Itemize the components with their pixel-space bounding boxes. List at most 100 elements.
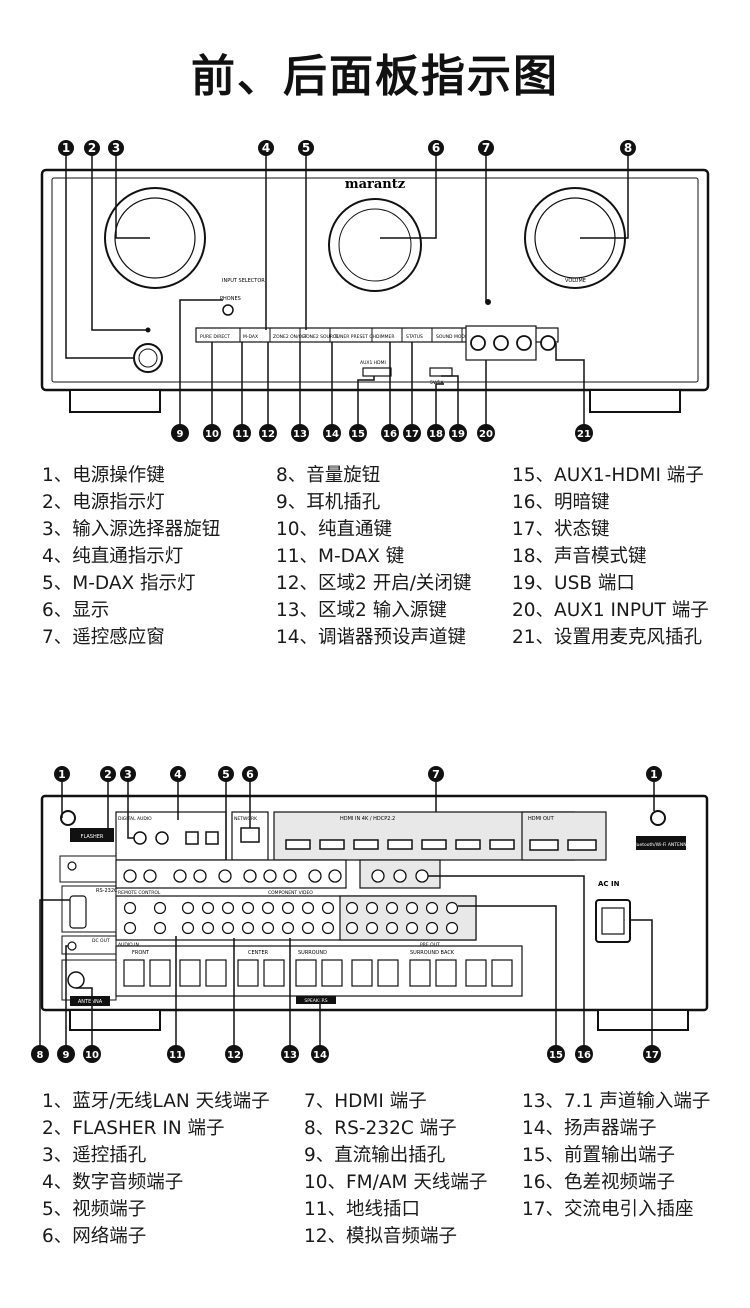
rear-callout-10: 10	[85, 1050, 99, 1061]
volume-label: VOLUME	[565, 278, 586, 284]
legend-item: 11、地线插口	[304, 1199, 421, 1220]
front-callout-15: 15	[351, 429, 365, 440]
btn-sound-mode-label: SOUND MODE	[436, 334, 468, 340]
rear-callout-15: 15	[549, 1050, 563, 1061]
legend-item: 6、网络端子	[42, 1226, 147, 1247]
legend-item: 11、M-DAX 键	[276, 546, 405, 567]
btn-mdax-label: M-DAX	[243, 334, 258, 340]
rear-callout-5: 5	[222, 768, 230, 781]
front-callout-20: 20	[479, 429, 493, 440]
front-callout-8: 8	[624, 141, 632, 155]
front-legend-col3: 15、AUX1-HDMI 端子 16、明暗键 17、状态键 18、声音模式键 1…	[512, 462, 709, 651]
front-callout-9: 9	[177, 429, 184, 440]
rear-callout-16: 16	[577, 1050, 591, 1061]
audio-in-label: AUDIO IN	[118, 942, 139, 948]
front-callout-3: 3	[112, 141, 120, 155]
legend-item: 9、直流输出插孔	[304, 1145, 446, 1166]
front-panel-diagram: marantz INPUT SELECTOR VOLUME PHONES PUR…	[40, 140, 710, 442]
legend-item: 15、AUX1-HDMI 端子	[512, 465, 704, 486]
rear-legend-col3: 13、7.1 声道输入端子 14、扬声器端子 15、前置输出端子 16、色差视频…	[522, 1088, 710, 1223]
rear-callout-9: 9	[63, 1050, 70, 1061]
front-callout-13: 13	[293, 429, 307, 440]
legend-item: 1、蓝牙/无线LAN 天线端子	[42, 1091, 270, 1112]
legend-item: 8、音量旋钮	[276, 465, 381, 486]
speaker-surround-back-label: SURROUND BACK	[410, 950, 455, 956]
front-callout-10: 10	[205, 429, 219, 440]
ac-in-label: AC IN	[598, 880, 620, 888]
pre-out-label: PRE OUT	[420, 942, 440, 948]
legend-item: 3、输入源选择器旋钮	[42, 519, 221, 540]
legend-item: 14、调谐器预设声道键	[276, 627, 467, 648]
bt-antenna-label: Bluetooth/Wi-Fi ANTENNA	[632, 842, 690, 848]
rear-callout-13: 13	[283, 1050, 297, 1061]
speaker-surround-label: SURROUND	[298, 950, 327, 956]
rear-callout-11: 11	[169, 1050, 183, 1061]
front-callout-19: 19	[451, 429, 465, 440]
legend-item: 5、M-DAX 指示灯	[42, 573, 196, 594]
front-callout-7: 7	[482, 141, 490, 155]
front-callout-21: 21	[577, 429, 591, 440]
legend-item: 18、声音模式键	[512, 546, 647, 567]
rear-callout-1: 1	[58, 768, 66, 781]
legend-item: 6、显示	[42, 600, 110, 621]
legend-item: 14、扬声器端子	[522, 1118, 657, 1139]
legend-item: 21、设置用麦克风插孔	[512, 627, 703, 648]
btn-tuner-preset-label: TUNER PRESET CH	[333, 334, 376, 340]
legend-item: 4、纯直通指示灯	[42, 546, 184, 567]
legend-item: 16、色差视频端子	[522, 1172, 676, 1193]
network-label: NETWORK	[234, 816, 258, 822]
legend-item: 8、RS-232C 端子	[304, 1118, 457, 1139]
legend-item: 2、FLASHER IN 端子	[42, 1118, 225, 1139]
btn-status-label: STATUS	[406, 334, 423, 340]
rear-callout-17: 17	[645, 1050, 659, 1061]
legend-item: 20、AUX1 INPUT 端子	[512, 600, 709, 621]
speakers-label: SPEAKERS	[304, 998, 327, 1004]
front-callout-2: 2	[88, 141, 96, 155]
dc-out-label: DC OUT	[92, 938, 110, 944]
page-title: 前、后面板指示图	[191, 51, 559, 102]
btn-zone2-source-label: ZONE2 SOURCE	[303, 334, 339, 340]
legend-item: 13、7.1 声道输入端子	[522, 1091, 711, 1112]
rear-legend-col1: 1、蓝牙/无线LAN 天线端子 2、FLASHER IN 端子 3、遥控插孔 4…	[42, 1088, 270, 1250]
legend-item: 17、状态键	[512, 519, 610, 540]
rear-callout-2: 2	[104, 768, 112, 781]
hdmi-in-label: HDMI IN 4K / HDCP2.2	[340, 816, 395, 822]
digital-audio-label: DIGITAL AUDIO	[118, 816, 152, 822]
front-callout-1: 1	[62, 141, 70, 155]
antenna-label: ANTENNA	[78, 999, 103, 1005]
rear-legend-col2: 7、HDMI 端子 8、RS-232C 端子 9、直流输出插孔 10、FM/AM…	[304, 1088, 487, 1250]
hdmi-out-label: HDMI OUT	[528, 816, 555, 822]
brand-logo: marantz	[345, 177, 405, 192]
front-callout-14: 14	[325, 429, 339, 440]
aux1-hdmi-label: AUX1 HDMI	[360, 360, 386, 366]
btn-dimmer-label: DIMMER	[376, 334, 395, 340]
front-callout-18: 18	[429, 429, 443, 440]
input-selector-label: INPUT SELECTOR	[222, 278, 265, 284]
legend-item: 15、前置输出端子	[522, 1145, 676, 1166]
front-callout-6: 6	[432, 141, 440, 155]
phones-label: PHONES	[220, 296, 241, 302]
btn-pure-direct-label: PURE DIRECT	[200, 334, 230, 340]
front-legend-col1: 1、电源操作键 2、电源指示灯 3、输入源选择器旋钮 4、纯直通指示灯 5、M-…	[42, 462, 220, 651]
rear-callout-4: 4	[174, 768, 182, 781]
usb-label: 5V/1A	[430, 380, 444, 386]
legend-item: 1、电源操作键	[42, 465, 165, 486]
rear-callout-3: 3	[124, 768, 132, 781]
legend-item: 9、耳机插孔	[276, 492, 381, 513]
legend-item: 5、视频端子	[42, 1199, 147, 1220]
legend-item: 4、数字音频端子	[42, 1172, 184, 1193]
legend-item: 19、USB 端口	[512, 573, 635, 594]
legend-item: 13、区域2 输入源键	[276, 600, 447, 621]
front-callout-5: 5	[302, 141, 310, 155]
front-callout-4: 4	[262, 141, 270, 155]
legend-item: 10、FM/AM 天线端子	[304, 1172, 488, 1193]
front-callout-12: 12	[261, 429, 275, 440]
legend-item: 17、交流电引入插座	[522, 1199, 694, 1220]
front-callout-11: 11	[235, 429, 249, 440]
speaker-center-label: CENTER	[248, 950, 269, 956]
legend-item: 7、HDMI 端子	[304, 1091, 427, 1112]
front-callout-16: 16	[383, 429, 397, 440]
rear-callout-12: 12	[227, 1050, 241, 1061]
remote-control-label: REMOTE CONTROL	[118, 890, 161, 896]
legend-item: 12、模拟音频端子	[304, 1226, 458, 1247]
